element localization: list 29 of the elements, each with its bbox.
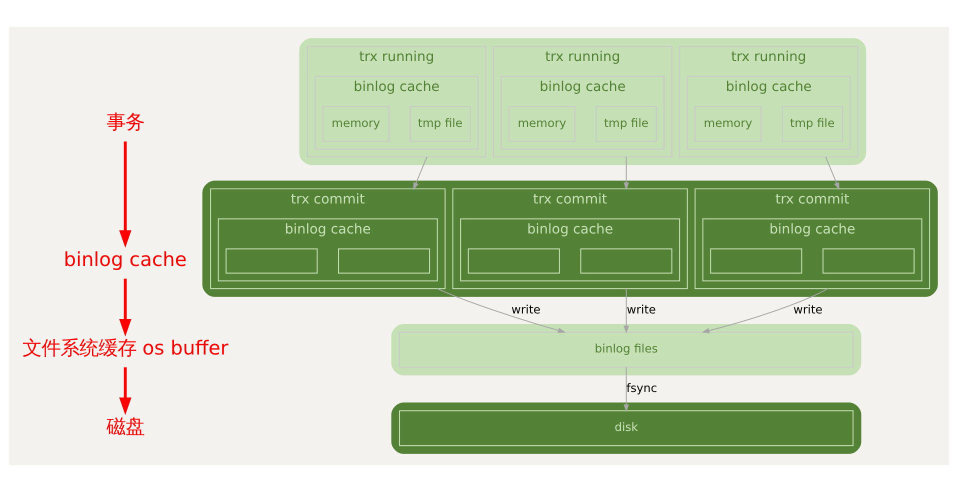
- node-box: [822, 248, 915, 274]
- cluster: binlog cache: [460, 218, 680, 281]
- node-text: 文件系统缓存 os buffer: [22, 336, 228, 360]
- arrow: [624, 288, 629, 333]
- edge-label: write: [626, 302, 656, 316]
- node-box: [580, 248, 672, 274]
- arrow: [825, 156, 840, 190]
- arrow: [119, 278, 132, 336]
- node-box: [226, 248, 318, 274]
- arrow: [624, 366, 629, 412]
- cluster: [299, 38, 866, 165]
- node-box: [710, 248, 802, 274]
- arrow: [119, 140, 132, 248]
- arrow: [624, 156, 629, 190]
- node-box: binlog files: [399, 331, 854, 368]
- cluster: binlog cache: [218, 218, 438, 281]
- node-box: disk: [399, 410, 854, 446]
- edge-label: write: [793, 302, 823, 316]
- node-text: 事务: [106, 110, 144, 134]
- node-box: [338, 248, 430, 274]
- node-box: [468, 248, 560, 274]
- cluster: binlog cache: [702, 218, 922, 281]
- edge-label: fsync: [626, 380, 658, 394]
- arrow: [413, 156, 428, 190]
- arrow: [436, 288, 566, 332]
- node-text: 磁盘: [106, 414, 144, 438]
- edge-label: write: [511, 302, 541, 316]
- arrow: [119, 366, 132, 415]
- node-text: binlog cache: [64, 247, 187, 270]
